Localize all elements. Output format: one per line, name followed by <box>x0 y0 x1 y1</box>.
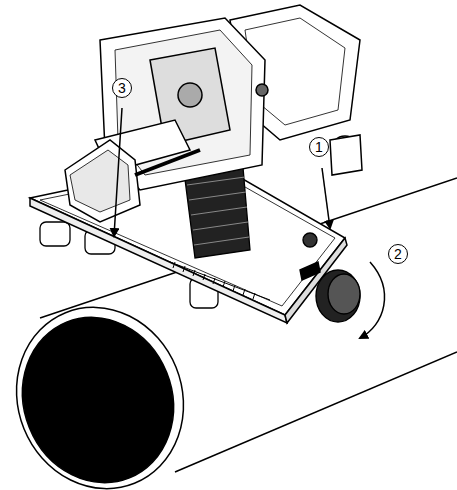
callout-number: 1 <box>309 137 329 157</box>
callout-number: 3 <box>112 78 132 98</box>
callout-number: 2 <box>388 244 408 264</box>
